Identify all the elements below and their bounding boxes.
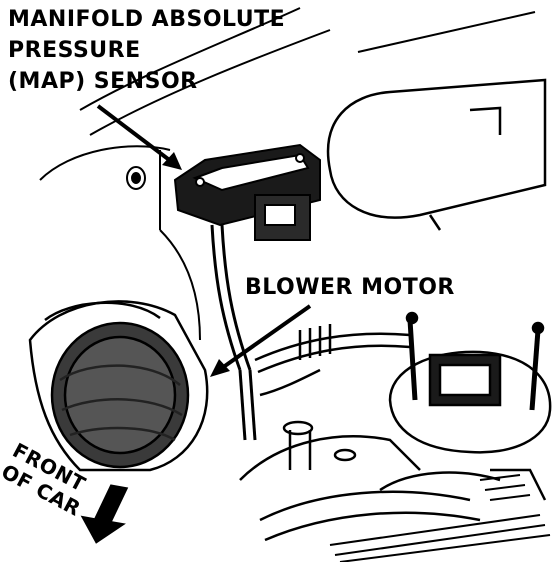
distributor [388, 311, 552, 454]
map-sensor-label-line: PRESSURE [8, 38, 141, 63]
blower-motor-label: BLOWER MOTOR [245, 275, 455, 300]
firewall-bolt [126, 166, 146, 190]
vacuum-hose [210, 224, 257, 441]
cowl-panel [326, 78, 547, 231]
blower-motor-housing [28, 300, 209, 472]
blower-motor-arrow [210, 304, 312, 377]
intake-manifold [239, 420, 547, 542]
map-sensor-body [173, 143, 321, 241]
front-of-car-arrow [80, 484, 129, 544]
map-sensor-label: MANIFOLD ABSOLUTE PRESSURE (MAP) SENSOR [8, 4, 285, 97]
map-sensor-arrow [96, 104, 182, 170]
map-sensor-label-line: (MAP) SENSOR [8, 69, 198, 94]
valve-cover-fins [329, 474, 551, 562]
map-sensor-label-line: MANIFOLD ABSOLUTE [8, 7, 286, 32]
engine-hoses [254, 324, 411, 397]
